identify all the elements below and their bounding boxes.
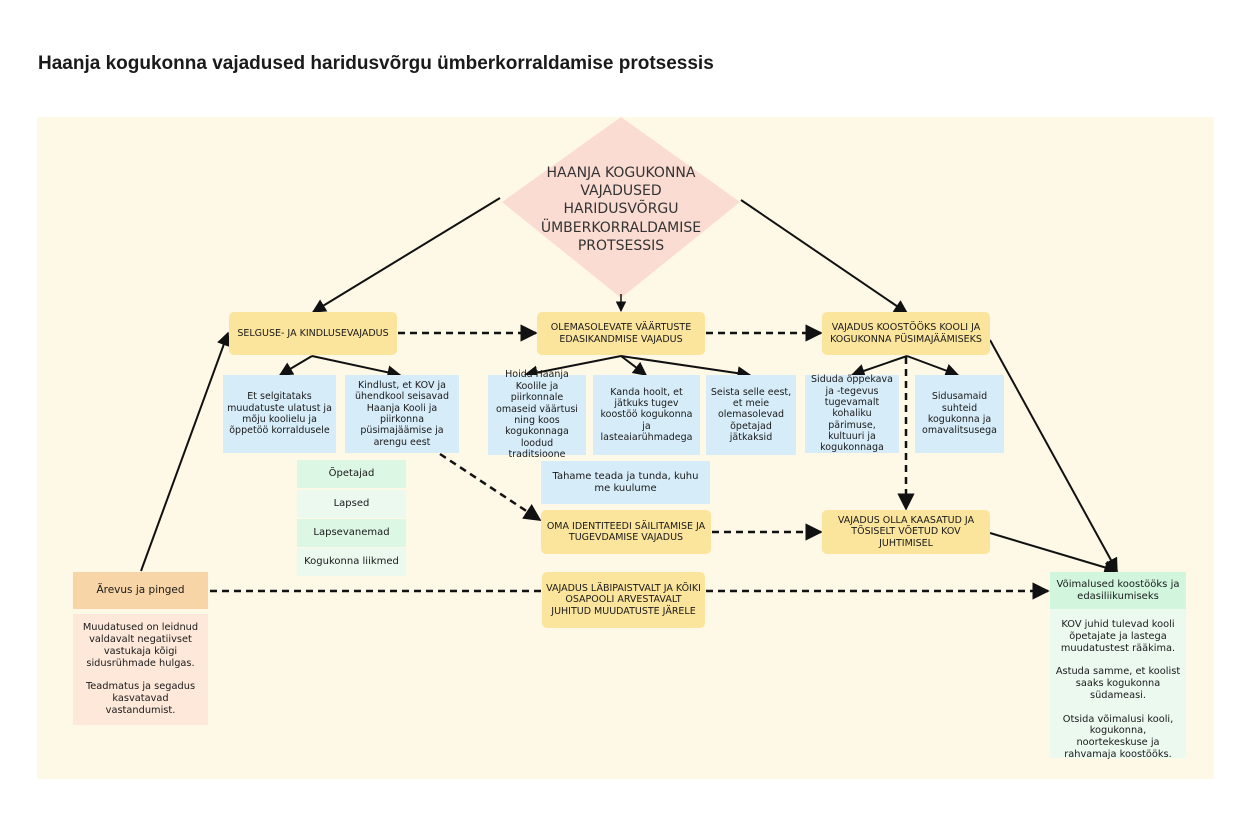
arrow-cooperation-to-curriculum [850,355,908,378]
need-identity: Oma identiteedi säilitamise ja tugevdami… [541,510,711,554]
opportunities-title: Võimalused koostööks ja edasiliikumiseks [1050,572,1186,609]
central-diamond [502,117,740,298]
need-involvement: Vajadus olla kaasatud ja tõsiselt võetud… [822,510,990,554]
arrow-values-to-traditions [523,355,622,380]
arrow-central-to-cooperation [740,199,909,314]
arrow-cooperation-to-ties [906,355,960,378]
arrow-central-to-certainty [311,197,501,313]
detail-assurance: Kindlust, et KOV ja ühendkool seisavad H… [345,375,459,453]
stakeholder-item: Kogukonna liikmed [297,548,406,576]
opportunities-paragraph: Astuda samme, et koolist saaks kogukonna… [1055,666,1181,701]
arrow-certainty-to-explain [278,355,313,376]
need-values: Olemasolevate väärtuste edasikandmise va… [537,312,705,355]
anxiety-body: Muudatused on leidnud valdavalt negatiiv… [73,614,208,725]
stakeholder-item: Õpetajad [297,460,406,488]
anxiety-paragraph: Teadmatus ja segadus kasvatavad vastandu… [85,681,196,716]
stakeholder-item: Lapsevanemad [297,519,406,547]
anxiety-paragraph: Muudatused on leidnud valdavalt negatiiv… [82,622,199,669]
anxiety-title: Ärevus ja pinged [73,572,208,609]
arrow-anxiety-to-certainty [140,331,231,572]
stakeholder-item: Lapsed [297,490,406,518]
arrow-certainty-to-assurance [311,355,402,380]
arrow-involvement-to-opportunities [989,532,1119,575]
need-cooperation: Vajadus koostööks kooli ja kogukonna püs… [822,312,990,355]
page-title: Haanja kogukonna vajadused haridusvõrgu … [38,53,714,74]
opportunities-paragraph: Otsida võimalusi kooli, kogukonna, noort… [1062,713,1174,760]
detail-belonging: Tahame teada ja tunda, kuhu me kuulume [541,461,710,504]
arrow-values-to-care [620,355,648,376]
detail-traditions: Hoida Haanja Koolile ja piirkonnale omas… [488,369,586,460]
detail-ties: Sidusamaid suhteid kogukonna ja omavalit… [915,375,1004,453]
arrow-assurance-to-identity [439,452,542,522]
need-transparency: Vajadus läbipaistvalt ja kõiki osapooli … [542,572,705,628]
opportunities-paragraph: KOV juhid tulevad kooli õpetajate ja las… [1060,619,1176,654]
detail-explain: Et selgitataks muudatuste ulatust ja mõj… [223,375,336,453]
detail-teachers: Seista selle eest, et meie olemasolevad … [706,375,796,455]
detail-curriculum: Siduda õppekava ja -tegevus tugevamalt k… [805,374,899,453]
need-certainty: Selguse- ja kindlusevajadus [229,312,397,355]
arrow-cooperation-to-opportunities [989,339,1118,573]
detail-care: Kanda hoolt, et jätkuks tugev koostöö ko… [593,375,700,455]
opportunities-body: KOV juhid tulevad kooli õpetajate ja las… [1050,609,1186,760]
central-diamond-text: Haanja kogukonna vajadused haridusvõrgu … [540,165,702,254]
arrow-values-to-teachers [620,355,752,381]
